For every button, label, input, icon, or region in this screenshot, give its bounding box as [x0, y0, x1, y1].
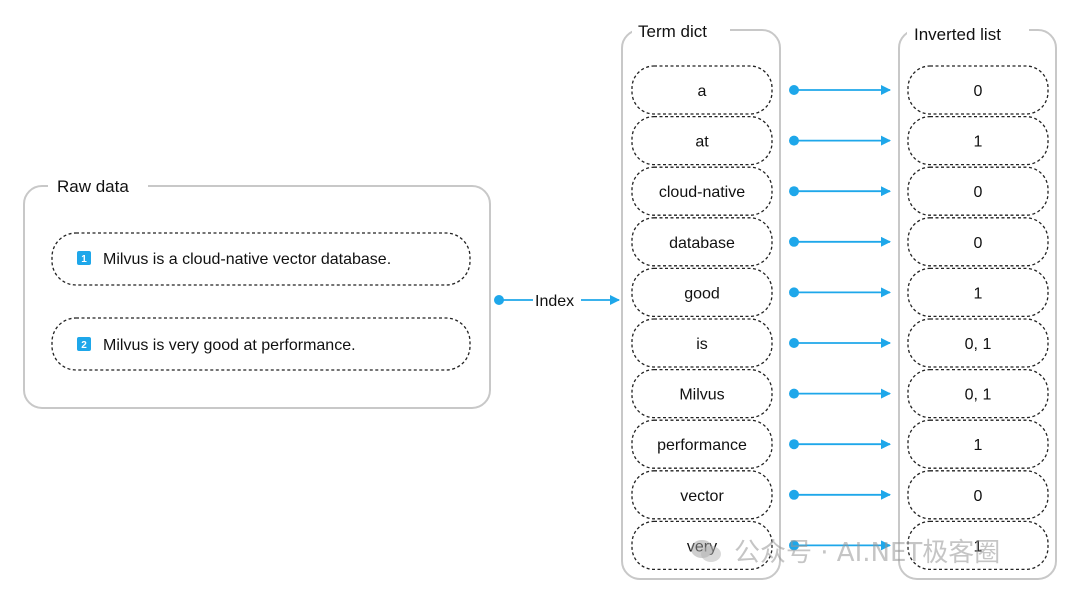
term-item: performance [631, 419, 773, 469]
posting-pill [907, 368, 1049, 419]
term-dict-panel: Term dict a at cloud-native database good isM… [621, 20, 781, 580]
posting-arrow [789, 236, 891, 247]
doc-number: 1 [81, 254, 87, 265]
doc-number-badge [77, 337, 91, 351]
term-label: performance [657, 437, 747, 454]
term-pill [631, 217, 773, 267]
posting-arrow [789, 388, 891, 399]
posting-arrow [789, 186, 891, 197]
posting-label: 1 [974, 134, 983, 151]
term-item: is [631, 318, 773, 368]
term-pill [631, 65, 773, 115]
posting-pill [907, 419, 1049, 469]
posting-pill [907, 267, 1049, 318]
posting-pill [907, 166, 1049, 216]
raw-data-panel: Raw data 1 Milvus is a cloud-native vect… [23, 175, 491, 409]
term-item: at [631, 115, 773, 166]
term-label: cloud-native [659, 184, 745, 201]
term-label: database [669, 235, 735, 252]
posting-item: 0, 1 [907, 368, 1049, 419]
doc-text: Milvus is a cloud-native vector database… [103, 251, 391, 268]
term-label: a [698, 83, 707, 100]
posting-arrow [789, 540, 891, 551]
posting-item: 0, 1 [907, 318, 1049, 368]
term-item: vector [631, 470, 773, 520]
posting-pill [907, 520, 1049, 571]
posting-label: 0 [974, 235, 983, 252]
posting-label: 1 [974, 285, 983, 302]
posting-item: 0 [907, 470, 1049, 520]
term-pill [631, 267, 773, 318]
posting-label: 0 [974, 184, 983, 201]
posting-label: 0 [974, 83, 983, 100]
posting-pill [907, 115, 1049, 166]
index-label: Index [535, 293, 574, 310]
watermark: 公众号 · AI.NET极客圈 [734, 532, 1000, 569]
term-label: is [696, 336, 708, 353]
posting-label: 0, 1 [965, 336, 992, 353]
term-pill [631, 115, 773, 166]
inverted-list-panel: Inverted list 0 1 0 0 1 0, 1 0, 1 1 0 1 [898, 20, 1057, 580]
posting-arrow [789, 338, 891, 348]
term-label: at [695, 134, 709, 151]
term-pill [631, 419, 773, 469]
posting-pill [907, 318, 1049, 368]
doc-text: Milvus is very good at performance. [103, 337, 356, 354]
posting-arrow [789, 135, 891, 146]
posting-label: 1 [974, 437, 983, 454]
term-label: good [684, 285, 720, 302]
posting-arrow [789, 287, 891, 298]
posting-item: 0 [907, 65, 1049, 115]
doc-number: 2 [81, 340, 87, 351]
term-dict-title: Term dict [638, 22, 707, 41]
posting-item: 1 [907, 267, 1049, 318]
term-pill [631, 368, 773, 419]
index-connector: Index [494, 293, 620, 310]
term-pill [631, 166, 773, 216]
posting-arrow [789, 489, 891, 500]
term-item: cloud-native [631, 166, 773, 216]
term-label: Milvus [679, 387, 724, 404]
posting-item: 0 [907, 217, 1049, 267]
term-pill [631, 470, 773, 520]
posting-list: 0 1 0 0 1 0, 1 0, 1 1 0 1 [907, 65, 1049, 571]
posting-arrow [789, 85, 891, 95]
posting-item: 0 [907, 166, 1049, 216]
term-item: database [631, 217, 773, 267]
posting-label: 0 [974, 488, 983, 505]
raw-doc-2: 2 Milvus is very good at performance. [51, 317, 471, 371]
term-item: a [631, 65, 773, 115]
doc-number-badge [77, 251, 91, 265]
posting-item: 1 [907, 419, 1049, 469]
posting-arrow [789, 439, 891, 450]
term-label: vector [680, 488, 724, 505]
posting-arrows [789, 85, 891, 551]
posting-item: 1 [907, 520, 1049, 571]
raw-data-title: Raw data [57, 177, 129, 196]
watermark-text: 公众号 · AI.NET极客圈 [734, 538, 1001, 568]
raw-doc-1: 1 Milvus is a cloud-native vector databa… [51, 232, 471, 286]
inverted-list-title: Inverted list [914, 25, 1001, 44]
posting-pill [907, 470, 1049, 520]
term-pill [631, 318, 773, 368]
posting-item: 1 [907, 115, 1049, 166]
term-item: Milvus [631, 368, 773, 419]
posting-pill [907, 65, 1049, 115]
posting-label: 0, 1 [965, 387, 992, 404]
term-item: good [631, 267, 773, 318]
posting-pill [907, 217, 1049, 267]
posting-label: 1 [974, 538, 983, 555]
wechat-icon [691, 540, 721, 562]
